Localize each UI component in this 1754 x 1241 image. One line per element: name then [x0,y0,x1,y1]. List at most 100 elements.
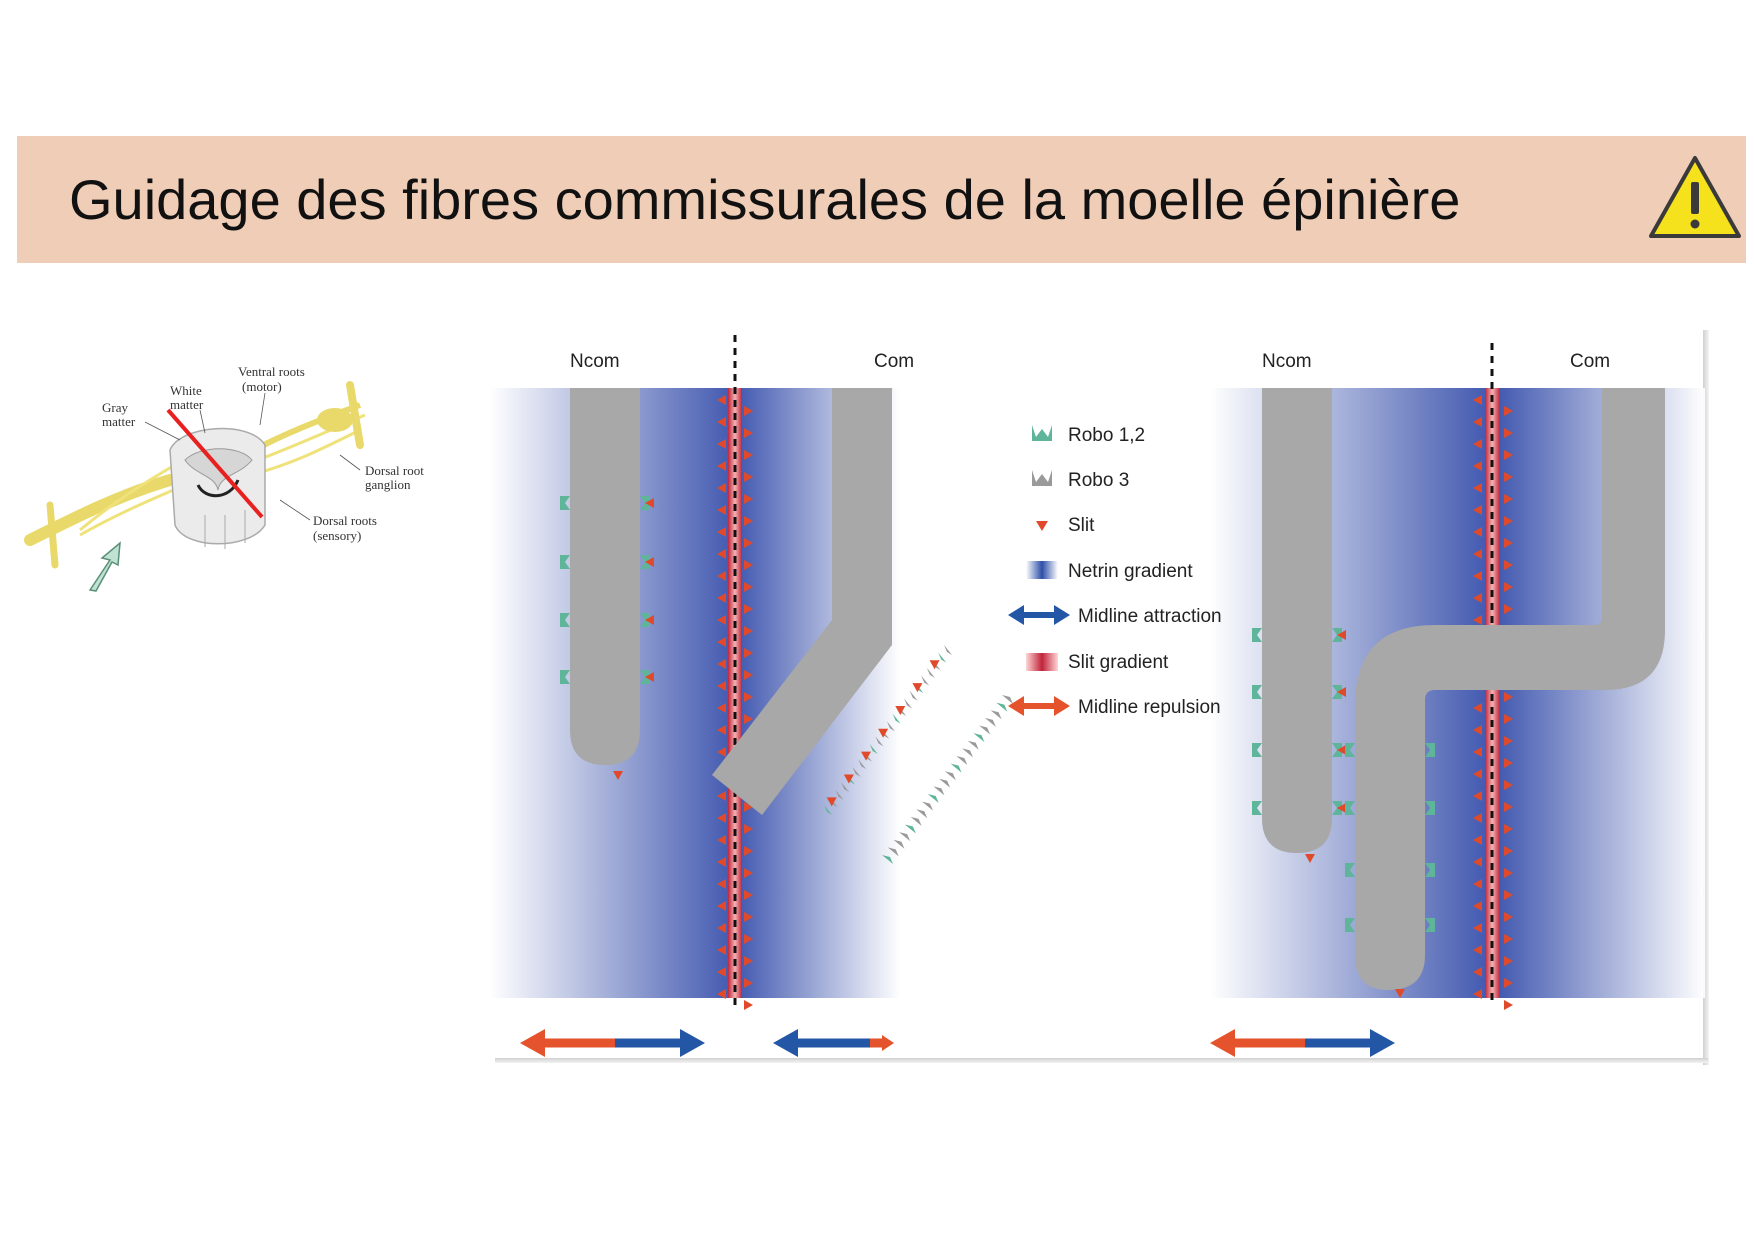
slit-marker [1473,967,1482,977]
slit-marker [717,879,726,889]
robo-marker [560,670,570,684]
slit-marker [717,989,726,999]
arrow-left-ncom [520,1029,705,1057]
slit-marker [717,527,726,537]
slit-marker [1504,560,1513,570]
slit-marker [717,439,726,449]
slit-markers-left [717,395,753,1010]
robo3-spike [984,717,996,727]
robo3-spike [926,667,935,678]
spinal-cord-figure: Ventral roots (motor) White matter Gray … [24,365,424,592]
slit-marker [1473,571,1482,581]
ganglion-label: ganglion [365,477,411,492]
slit-marker [744,824,753,834]
slit-marker [1504,692,1513,702]
slit-marker [1473,725,1482,735]
slit-marker [717,483,726,493]
robo3-spike [939,778,951,788]
figure-shadow [1703,330,1709,1065]
slit-marker [929,660,940,670]
slit-marker [744,626,753,636]
robo-marker [560,613,570,627]
robo3-spike [869,744,878,755]
slit-marker [744,692,753,702]
slit-marker [912,683,923,693]
slit-marker [1473,835,1482,845]
slit-marker [1504,714,1513,724]
slit-marker [1473,549,1482,559]
slit-marker [717,461,726,471]
slit-marker [1473,747,1482,757]
slit-marker [1504,428,1513,438]
robo3-spike [852,766,861,777]
slit-marker [1504,450,1513,460]
slit-marker [1473,483,1482,493]
slit-marker [744,1000,753,1010]
slit-marker [744,648,753,658]
robo3-spike [979,725,991,735]
sensory-label: (sensory) [313,528,361,543]
svg-text:Netrin gradient: Netrin gradient [1068,561,1193,582]
svg-text:Slit gradient: Slit gradient [1068,652,1169,673]
slit-marker [645,498,654,508]
slit-marker [1473,439,1482,449]
slit-marker [1504,802,1513,812]
slit-marker [1337,630,1346,640]
slit-marker [1504,538,1513,548]
robo3-spike [990,710,1002,720]
ventral-roots-label: Ventral roots [238,365,305,379]
slit-marker [717,857,726,867]
robo3-spike [967,740,979,750]
slit-marker [1305,854,1315,863]
robo-marker [1345,918,1355,932]
slit-marker [717,923,726,933]
robo-markers-ncom-right [1252,628,1435,998]
legend: Robo 1,2 Robo 3 Slit Netrin gradient Mid… [1008,425,1222,718]
slit-marker [1473,945,1482,955]
robo-marker [1345,743,1355,757]
robo-marker [560,555,570,569]
robo3-spike [956,755,968,765]
slit-marker [1504,604,1513,614]
slit-marker [744,890,753,900]
slit-marker [1473,791,1482,801]
slit-marker [1504,582,1513,592]
slit-marker [1504,868,1513,878]
robo3-spike [944,645,952,655]
robo3-spike [950,763,962,773]
slit-marker [843,774,854,784]
slit-marker [861,751,871,761]
figure-shadow-bottom [495,1058,1708,1063]
slit-marker [1504,494,1513,504]
slit-marker [744,846,753,856]
slit-marker [1473,593,1482,603]
slit-marker [895,705,906,715]
slit-marker [1337,803,1346,813]
slit-marker [1504,736,1513,746]
robo-marker [1252,801,1262,815]
left-panel: Ncom Com [490,335,1013,1010]
slit-marker [1473,461,1482,471]
slit-marker [744,604,753,614]
slit-marker [1473,813,1482,823]
slit-marker [1504,890,1513,900]
slit-marker [1504,824,1513,834]
right-ncom-label: Ncom [1262,351,1312,372]
gray-label: Gray [102,400,128,415]
slit-marker [744,560,753,570]
left-ncom-label: Ncom [570,351,620,372]
guidance-diagram: Ncom Com Ncom Com Robo 1,2 Robo 3 Slit [490,335,1705,1057]
slit-marker [717,945,726,955]
slit-marker [744,406,753,416]
slit-marker [744,714,753,724]
white-label: White [170,383,202,398]
title-bar: Guidage des fibres commissurales de la m… [17,136,1746,263]
arrow-left-com [773,1029,894,1057]
slit-marker [744,978,753,988]
robo3-spike [858,759,867,770]
robo-marker [1425,863,1435,877]
right-com-label: Com [1570,351,1610,372]
robo3-spike [927,794,939,804]
slit-marker [826,797,837,807]
robo-marker [1345,801,1355,815]
